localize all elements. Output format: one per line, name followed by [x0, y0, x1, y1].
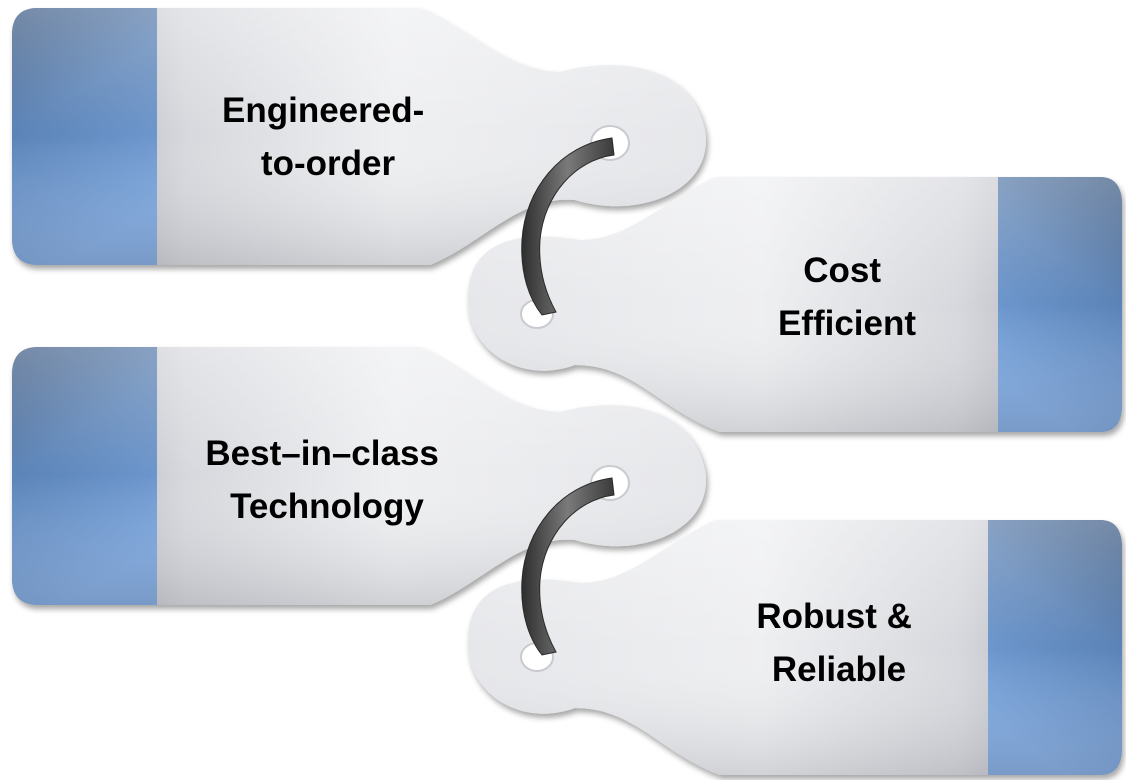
tag-label-line: Technology: [230, 487, 424, 526]
tag-label-line: Robust &: [756, 597, 912, 636]
tag-label: Engineered- to-order: [222, 91, 434, 183]
tag-label-line: Engineered-: [222, 91, 424, 130]
tag-label: Cost Efficient: [778, 251, 916, 343]
tag-label-line: Cost: [803, 251, 881, 290]
tag-label-line: Efficient: [778, 304, 916, 343]
tag-cost-efficient: [467, 177, 1123, 432]
tag-label: Best–in–class Technology: [205, 434, 448, 526]
tag-label-line: to-order: [261, 144, 396, 183]
tag-engineered-to-order: [12, 8, 706, 265]
tag-best-in-class-technology: [12, 347, 706, 605]
key-ring: [521, 477, 615, 656]
tag-label-line: Best–in–class: [205, 434, 438, 473]
tag-label-line: Reliable: [772, 650, 906, 689]
tag-robust-reliable: [467, 520, 1123, 775]
key-ring: [521, 137, 615, 316]
tag-label: Robust & Reliable: [756, 597, 921, 689]
